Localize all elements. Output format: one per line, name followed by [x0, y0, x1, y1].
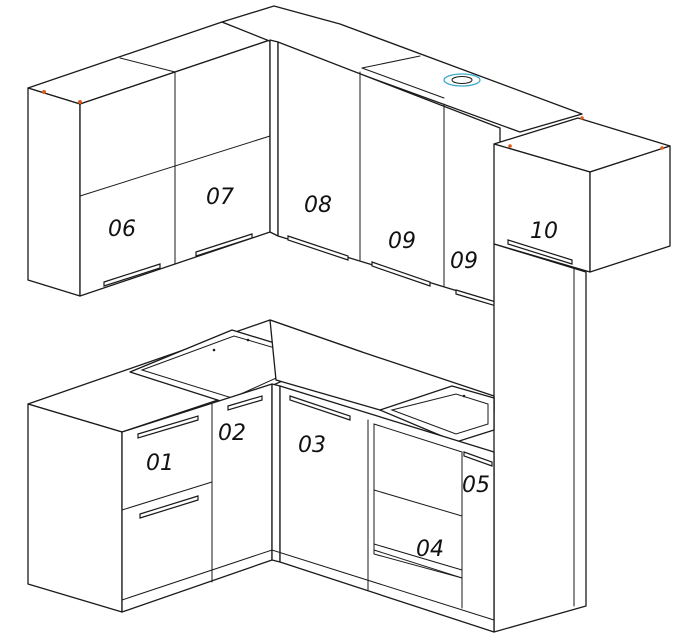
tall-cabinet-10 — [493, 116, 671, 633]
label-module-01: 01 — [146, 451, 174, 476]
label-module-05: 05 — [462, 473, 490, 498]
upper-cabinet-06-07 — [27, 21, 271, 297]
label-module-02: 02 — [218, 421, 246, 446]
label-module-09-left: 09 — [388, 229, 416, 254]
label-module-09-right: 09 — [450, 249, 478, 274]
label-module-07: 07 — [206, 185, 234, 210]
vent-icon — [443, 73, 481, 87]
upper-cabinet-08-09 — [221, 5, 583, 307]
marker-dot — [78, 100, 82, 104]
label-module-08: 08 — [304, 193, 332, 218]
marker-dot — [580, 116, 584, 120]
label-module-04: 04 — [416, 537, 444, 562]
marker-dot — [508, 144, 512, 148]
label-module-10: 10 — [530, 219, 558, 244]
countertop-right — [269, 319, 495, 443]
vent-inner-icon — [451, 76, 473, 84]
label-module-06: 06 — [108, 217, 136, 242]
marker-dot — [42, 90, 46, 94]
base-cabinets — [121, 383, 495, 633]
label-module-03: 03 — [298, 433, 326, 458]
marker-dot — [660, 146, 664, 150]
